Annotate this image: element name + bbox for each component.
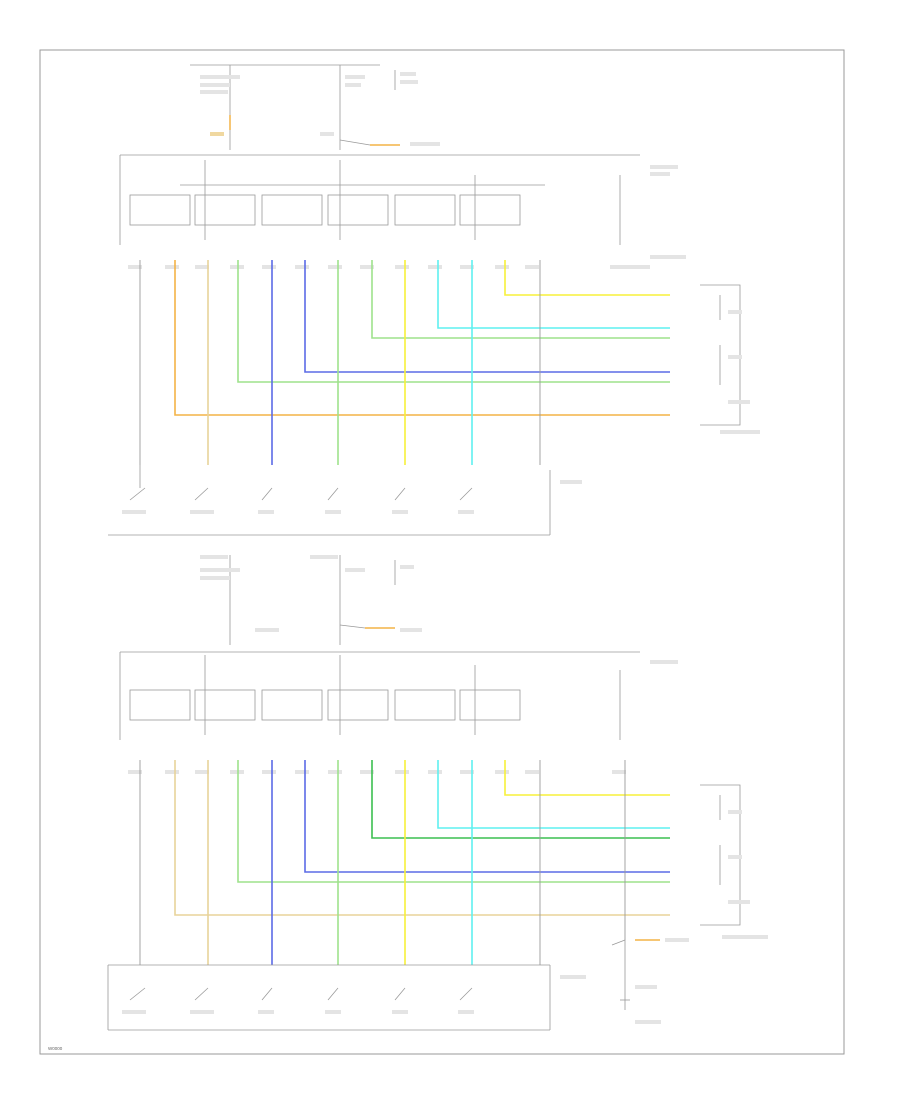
driver-switch-module	[119, 154, 640, 245]
driver-wires	[139, 260, 670, 465]
passenger-wire-tan	[174, 760, 670, 916]
passenger-wire-green-1	[237, 760, 670, 883]
driver-wire-yellow-2	[504, 260, 670, 296]
driver-seat-section	[108, 64, 760, 536]
passenger-seat-section	[107, 555, 768, 1031]
driver-wire-orange	[174, 260, 670, 416]
diagram-border	[39, 49, 845, 1055]
passenger-seat-switches	[107, 964, 551, 1031]
driver-fuse-block	[190, 64, 396, 150]
passenger-wire-green-3	[371, 760, 670, 839]
passenger-switch-labels	[122, 975, 586, 1014]
passenger-wire-yellow-2	[504, 760, 670, 796]
driver-seat-switches	[108, 465, 551, 536]
passenger-wire-cyan-1	[437, 760, 670, 829]
driver-wire-blue-2	[304, 260, 670, 373]
driver-connector-labels	[128, 265, 650, 269]
driver-motor-labels	[650, 255, 760, 434]
passenger-connector-labels	[128, 770, 626, 774]
driver-fuse-labels	[200, 72, 440, 146]
passenger-module-label	[650, 660, 678, 664]
passenger-wire-blue-2	[304, 760, 670, 873]
driver-wire-cyan-1	[437, 260, 670, 329]
passenger-switch-module	[119, 651, 640, 740]
driver-wire-green-3	[371, 260, 670, 339]
footer-code: W0000	[48, 1046, 63, 1051]
passenger-fuse-block	[229, 555, 396, 645]
passenger-lumbar-labels	[635, 938, 689, 1024]
passenger-motor-labels	[722, 810, 768, 939]
passenger-lumbar-ground	[611, 939, 630, 1010]
driver-module-label-2	[650, 172, 670, 176]
passenger-fuse-labels	[200, 555, 422, 632]
driver-switch-labels	[122, 480, 582, 514]
driver-module-label	[650, 165, 678, 169]
passenger-wires	[139, 760, 670, 965]
driver-wire-green-1	[237, 260, 670, 383]
